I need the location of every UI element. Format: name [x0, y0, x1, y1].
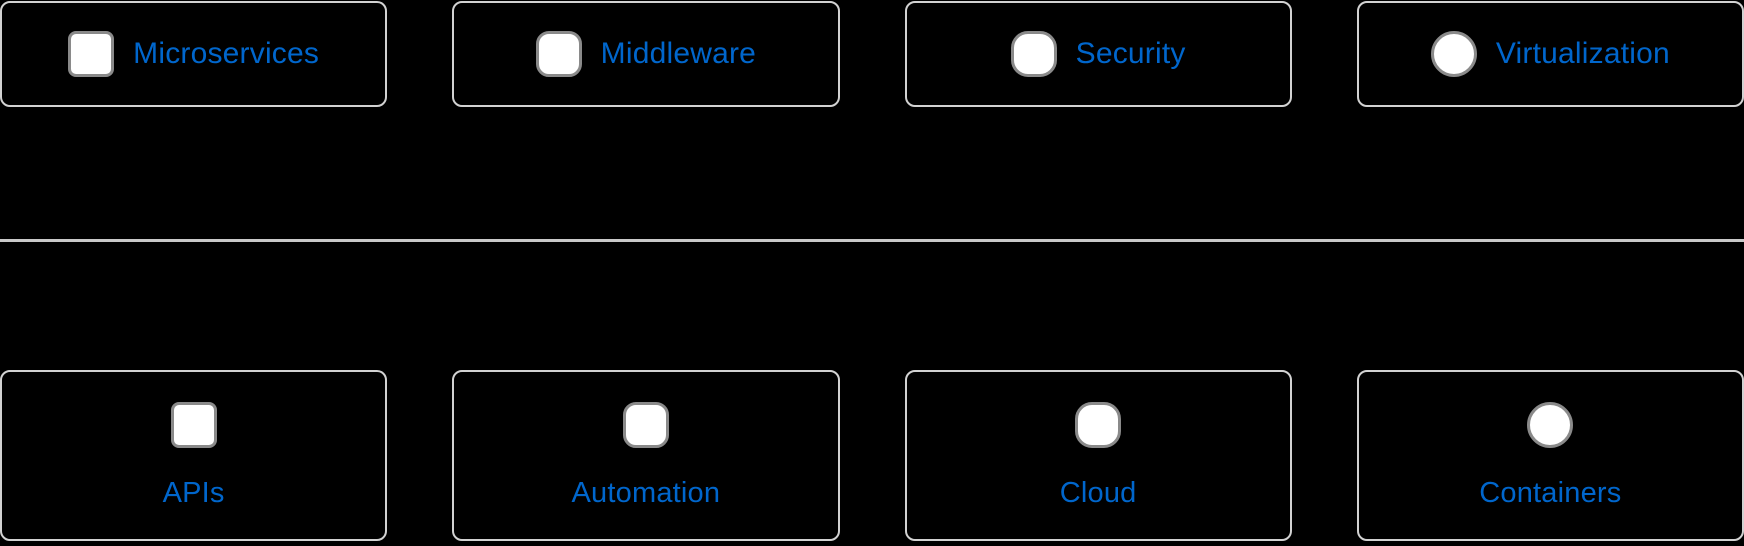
- tile-label: Automation: [571, 476, 721, 509]
- rounded-square-icon: [68, 31, 115, 77]
- tile-automation[interactable]: Automation: [452, 370, 840, 541]
- tile-label: Middleware: [600, 37, 757, 70]
- circle-icon: [1430, 31, 1477, 77]
- horizontal-divider: [0, 239, 1744, 242]
- tile-label: Microservices: [133, 37, 320, 70]
- tile-apis[interactable]: APIs: [0, 370, 388, 541]
- squircle-icon: [1010, 31, 1057, 77]
- tile-label: Containers: [1479, 476, 1622, 509]
- tile-security[interactable]: Security: [904, 1, 1292, 107]
- tile-label: APIs: [162, 476, 225, 509]
- tile-containers[interactable]: Containers: [1356, 370, 1744, 541]
- rounded-square-icon: [622, 401, 669, 448]
- tile-microservices[interactable]: Microservices: [0, 1, 388, 107]
- rounded-square-icon: [170, 401, 217, 448]
- tile-row-top: Microservices Middleware Security Virtua…: [0, 1, 1744, 107]
- tile-middleware[interactable]: Middleware: [452, 1, 840, 107]
- tile-label: Virtualization: [1495, 37, 1670, 70]
- squircle-icon: [1075, 401, 1122, 448]
- tile-row-bottom: APIs Automation Cloud Containers: [0, 370, 1744, 541]
- tile-virtualization[interactable]: Virtualization: [1356, 1, 1744, 107]
- tile-label: Cloud: [1059, 476, 1137, 509]
- rounded-square-icon: [535, 31, 582, 77]
- tile-cloud[interactable]: Cloud: [904, 370, 1292, 541]
- tile-label: Security: [1075, 37, 1186, 70]
- circle-icon: [1527, 401, 1574, 448]
